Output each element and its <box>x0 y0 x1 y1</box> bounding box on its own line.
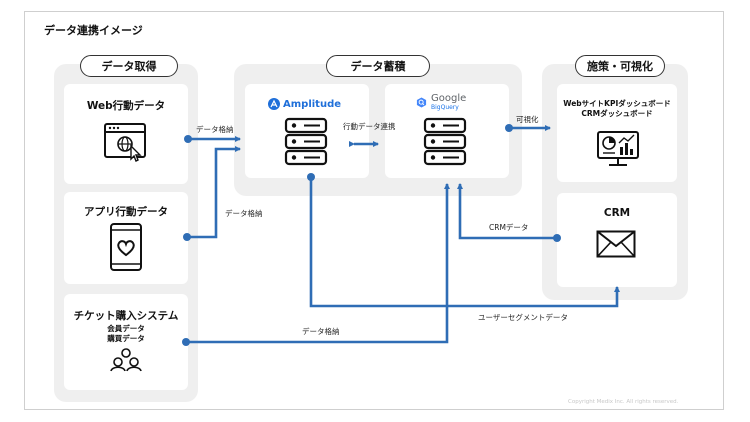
edge-label-web-store: データ格納 <box>196 125 234 134</box>
amplitude-logo-icon <box>268 98 280 110</box>
group-label-acquisition: データ取得 <box>80 55 178 77</box>
mail-envelope-icon <box>596 230 636 258</box>
bigquery-logo-text: BigQuery <box>431 104 459 111</box>
dashboard-label-kpi: WebサイトKPIダッシュボード <box>563 99 671 108</box>
web-data-label: Web行動データ <box>86 100 166 112</box>
bigquery-logo: Google BigQuery <box>416 94 466 111</box>
edge-label-behavior-sync: 行動データ連携 <box>343 122 396 131</box>
card-ticket-system: チケット購入システム 会員データ 購買データ <box>64 294 188 390</box>
copyright-text: Copyright Medix Inc. All rights reserved… <box>568 399 679 405</box>
edge-label-visualize: 可視化 <box>516 115 539 124</box>
group-label-storage: データ蓄積 <box>326 55 430 77</box>
edge-label-ticket-store: データ格納 <box>302 327 340 336</box>
smartphone-heart-icon <box>110 223 142 271</box>
bigquery-logo-icon <box>416 97 427 108</box>
purchase-data-label: 購買データ <box>107 334 145 343</box>
member-data-label: 会員データ <box>107 324 145 333</box>
app-data-label: アプリ行動データ <box>84 206 168 218</box>
dashboard-label-crm: CRMダッシュボード <box>581 109 653 118</box>
amplitude-server-icon <box>284 117 328 166</box>
monitor-chart-icon <box>597 131 639 166</box>
browser-cursor-icon <box>104 123 146 162</box>
edge-label-app-store: データ格納 <box>225 209 263 218</box>
amplitude-logo: Amplitude <box>268 98 341 110</box>
ticket-system-label: チケット購入システム <box>73 310 179 322</box>
amplitude-logo-text: Amplitude <box>283 98 342 110</box>
group-label-measures: 施策・可視化 <box>575 55 665 77</box>
diagram-title: データ連携イメージ <box>44 24 143 37</box>
bigquery-server-icon <box>423 117 467 166</box>
edge-label-user-segment: ユーザーセグメントデータ <box>478 313 568 322</box>
google-logo-text: Google <box>431 93 467 104</box>
crm-label: CRM <box>603 207 631 219</box>
users-icon <box>110 348 142 372</box>
edge-label-crm-data: CRMデータ <box>489 223 529 232</box>
